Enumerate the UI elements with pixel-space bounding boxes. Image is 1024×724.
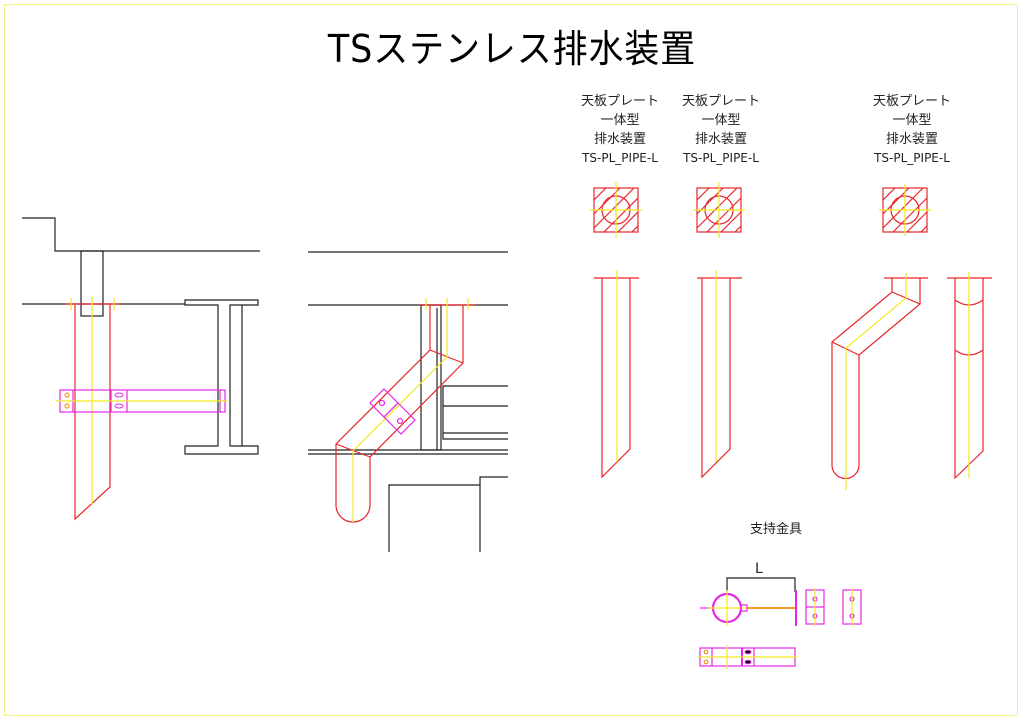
drawing-border <box>4 4 1018 716</box>
column <box>420 304 442 451</box>
label-line3: 排水装置 <box>694 132 747 147</box>
label-code: TS-PL_PIPE-L <box>582 151 658 165</box>
dimension-line <box>726 577 796 592</box>
label-line2: 一体型 <box>701 113 741 128</box>
drawing-stroke <box>64 403 70 409</box>
slab-edge <box>22 217 260 252</box>
top-view-3 <box>879 184 931 236</box>
label-line3: 排水装置 <box>885 132 938 147</box>
centerline <box>352 298 448 522</box>
product-label-1: 天板プレート 一体型 排水装置 TS-PL_PIPE-L <box>560 92 680 168</box>
label-line1: 天板プレート <box>681 94 760 109</box>
section-straight-pipe <box>22 217 260 521</box>
drawing-stroke <box>64 392 70 398</box>
bracket-plate <box>383 402 416 435</box>
drawing-stroke <box>882 187 928 233</box>
top-view-2 <box>693 182 745 238</box>
label-line2: 一体型 <box>892 113 932 128</box>
dimension-label: L <box>755 561 763 577</box>
offset-pipe-right <box>369 305 464 505</box>
section-offset-pipe <box>308 251 508 552</box>
drawing-stroke <box>831 278 893 465</box>
drawing-stroke <box>744 649 752 655</box>
drawing-stroke <box>593 187 639 233</box>
h-beam <box>184 299 259 455</box>
drawing-stroke <box>858 278 921 465</box>
drawing-stroke <box>378 399 386 407</box>
elevation-straight-1 <box>594 270 639 479</box>
label-line3: 排水装置 <box>593 132 646 147</box>
drawing-stroke <box>388 476 508 552</box>
drawing-stroke <box>114 403 124 409</box>
drawing-stroke <box>696 187 742 233</box>
drawing-title: TSステンレス排水装置 <box>327 27 697 71</box>
label-code: TS-PL_PIPE-L <box>683 151 759 165</box>
drawing-stroke <box>703 649 709 655</box>
elevation-straight-2 <box>697 270 742 479</box>
elevation-offset <box>831 273 928 490</box>
top-view-1 <box>590 182 642 238</box>
drawing-stroke <box>601 278 631 479</box>
support-bracket-label: 支持金具 <box>750 522 803 537</box>
label-line1: 天板プレート <box>580 94 659 109</box>
label-code: TS-PL_PIPE-L <box>874 151 950 165</box>
drawing-stroke <box>845 273 907 490</box>
drawing-stroke <box>703 659 709 665</box>
label-line1: 天板プレート <box>872 94 951 109</box>
drawing-stroke <box>442 385 508 440</box>
drawing-stroke <box>701 278 731 479</box>
product-label-3: 天板プレート 一体型 排水装置 TS-PL_PIPE-L <box>852 92 972 168</box>
elevation-side <box>947 272 992 480</box>
offset-pipe-left <box>335 305 431 505</box>
drawing-stroke <box>744 659 752 665</box>
support-bracket-detail <box>698 577 862 669</box>
drawing-stroke <box>114 392 124 398</box>
label-line2: 一体型 <box>600 113 640 128</box>
product-label-2: 天板プレート 一体型 排水装置 TS-PL_PIPE-L <box>661 92 781 168</box>
drawing-stroke <box>396 417 404 425</box>
